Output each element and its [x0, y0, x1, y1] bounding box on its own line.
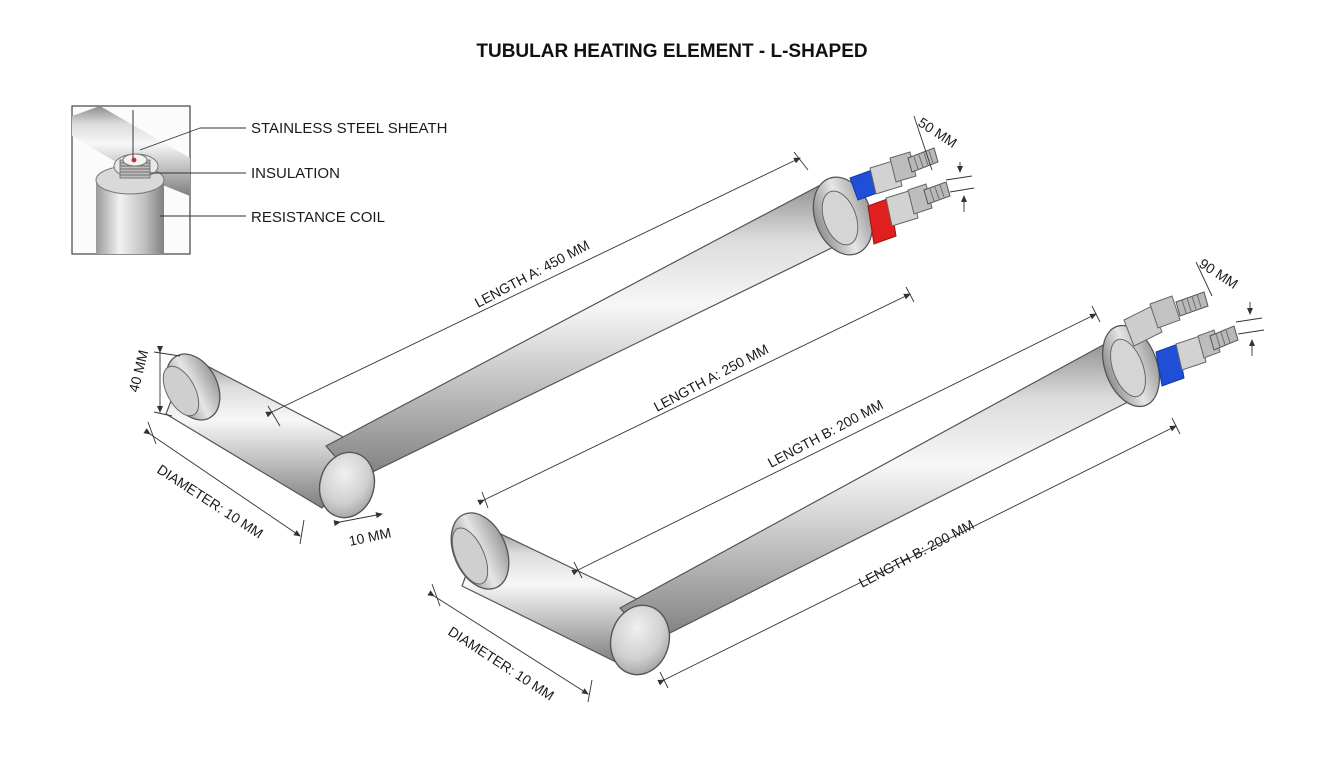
dimension-length-b-lower [657, 417, 1181, 689]
diagram-title: TUBULAR HEATING ELEMENT - L-SHAPED [476, 41, 867, 62]
dim-label-end-gap-10: 10 MM [347, 524, 392, 549]
dimension-terminal-spacing-50 [913, 115, 975, 212]
dimension-diameter-1 [143, 421, 305, 545]
threaded-stud-icon [923, 181, 951, 205]
element-1-terminal-red [867, 181, 951, 245]
dimension-diameter-2 [427, 583, 593, 703]
dim-label-end-height-40: 40 MM [125, 348, 151, 393]
element-1-long-leg [318, 179, 853, 519]
threaded-stud-icon [907, 147, 939, 173]
dimension-length-a-250 [477, 286, 915, 509]
dim-label-length-b-upper: LENGTH B: 200 MM [765, 396, 886, 470]
dimension-terminal-spacing-90 [1195, 261, 1265, 356]
label-resistance-coil: RESISTANCE COIL [251, 209, 385, 226]
dimension-end-height-40 [153, 346, 181, 417]
element-2-terminal-upper [1123, 291, 1209, 347]
dimension-end-gap-10 [333, 512, 383, 527]
element-2-terminal-flange [1102, 324, 1160, 408]
dim-label-length-a-250: LENGTH A: 250 MM [651, 341, 771, 415]
heating-element-2: LENGTH B: 200 MM LENGTH B: 200 MM DIAMET… [427, 255, 1265, 703]
label-stainless-steel-sheath: STAINLESS STEEL SHEATH [251, 120, 447, 137]
dim-label-terminal-spacing-90: 90 MM [1196, 255, 1241, 292]
threaded-stud-icon [1175, 291, 1209, 317]
dimension-length-a-450 [265, 151, 809, 427]
element-2-terminal-blue [1155, 325, 1239, 387]
threaded-stud-icon [1209, 325, 1239, 351]
inset-cross-section: STAINLESS STEEL SHEATH INSULATION RESIST… [71, 105, 447, 255]
element-1-terminal-blue [849, 147, 939, 201]
dim-label-terminal-spacing-50: 50 MM [915, 114, 960, 151]
label-insulation: INSULATION [251, 165, 340, 182]
dim-label-length-a-450: LENGTH A: 450 MM [472, 237, 592, 311]
